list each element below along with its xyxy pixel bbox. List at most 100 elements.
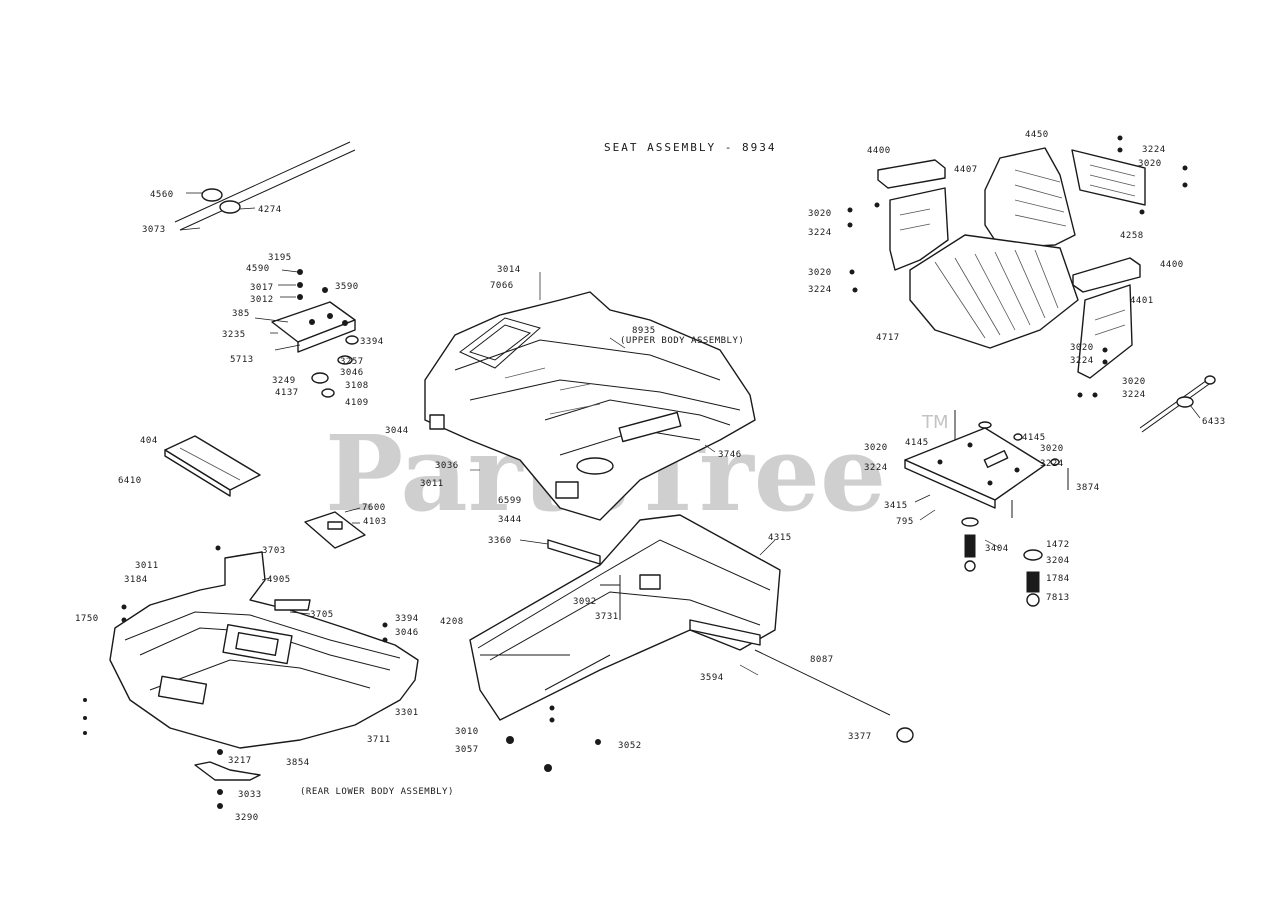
part-label: 1472 bbox=[1046, 540, 1070, 550]
part-label: 3224 bbox=[808, 285, 832, 295]
part-label: 4401 bbox=[1130, 296, 1154, 306]
part-label: 4717 bbox=[876, 333, 900, 343]
part-label: 795 bbox=[896, 517, 914, 527]
part-label: 3224 bbox=[1070, 356, 1094, 366]
part-label: 3224 bbox=[1122, 390, 1146, 400]
part-label: 3854 bbox=[286, 758, 310, 768]
frame-assembly[interactable] bbox=[469, 514, 914, 772]
part-label: 5713 bbox=[230, 355, 254, 365]
part-label: 3404 bbox=[985, 544, 1009, 554]
part-label: 4450 bbox=[1025, 130, 1049, 140]
part-label: 3046 bbox=[340, 368, 364, 378]
part-label: 3011 bbox=[135, 561, 159, 571]
part-label: 3011 bbox=[420, 479, 444, 489]
part-label: 3012 bbox=[250, 295, 274, 305]
part-label: 3033 bbox=[238, 790, 262, 800]
part-label: 4208 bbox=[440, 617, 464, 627]
part-label: 1750 bbox=[75, 614, 99, 624]
bracket-assembly[interactable] bbox=[254, 269, 359, 398]
part-label: 4407 bbox=[954, 165, 978, 175]
part-label: 3046 bbox=[395, 628, 419, 638]
part-label: 3017 bbox=[250, 283, 274, 293]
foot-pad[interactable] bbox=[164, 435, 261, 497]
diagram-title: SEAT ASSEMBLY - 8934 bbox=[604, 141, 776, 154]
part-label: 3711 bbox=[367, 735, 391, 745]
part-label: 404 bbox=[140, 436, 158, 446]
small-plate[interactable] bbox=[304, 507, 366, 549]
part-label: 3014 bbox=[497, 265, 521, 275]
part-label: 3235 bbox=[222, 330, 246, 340]
part-label: 4274 bbox=[258, 205, 282, 215]
part-label: 3257 bbox=[340, 357, 364, 367]
part-label: 3092 bbox=[573, 597, 597, 607]
rear-lower-body[interactable] bbox=[83, 545, 419, 810]
part-label: 3249 bbox=[272, 376, 296, 386]
part-label: 3301 bbox=[395, 708, 419, 718]
part-label: 3594 bbox=[700, 673, 724, 683]
part-label: 3052 bbox=[618, 741, 642, 751]
part-label: 3195 bbox=[268, 253, 292, 263]
part-label: 4400 bbox=[1160, 260, 1184, 270]
part-label: 7813 bbox=[1046, 593, 1070, 603]
part-label: 3224 bbox=[1142, 145, 1166, 155]
part-label: 3746 bbox=[718, 450, 742, 460]
part-label: 4145 bbox=[905, 438, 929, 448]
part-label: 4258 bbox=[1120, 231, 1144, 241]
part-label: 3020 bbox=[808, 209, 832, 219]
part-label: 3590 bbox=[335, 282, 359, 292]
part-label: 3444 bbox=[498, 515, 522, 525]
part-label: 3020 bbox=[808, 268, 832, 278]
part-label: 3224 bbox=[1040, 459, 1064, 469]
part-label: 3224 bbox=[808, 228, 832, 238]
part-label: 3057 bbox=[455, 745, 479, 755]
part-label: 3377 bbox=[848, 732, 872, 742]
part-label: 6599 bbox=[498, 496, 522, 506]
part-label: 7600 bbox=[362, 503, 386, 513]
part-label: 4560 bbox=[150, 190, 174, 200]
part-label: 6410 bbox=[118, 476, 142, 486]
part-label: 4109 bbox=[345, 398, 369, 408]
part-label: 6433 bbox=[1202, 417, 1226, 427]
upper-body-cover[interactable] bbox=[424, 272, 756, 521]
part-label: 1784 bbox=[1046, 574, 1070, 584]
part-label: 3874 bbox=[1076, 483, 1100, 493]
part-label: 8935 bbox=[632, 326, 656, 336]
handle-rod[interactable] bbox=[174, 141, 356, 231]
part-label: 7066 bbox=[490, 281, 514, 291]
part-label: 4103 bbox=[363, 517, 387, 527]
part-label: 3217 bbox=[228, 756, 252, 766]
part-label: 3415 bbox=[884, 501, 908, 511]
part-label: 3394 bbox=[360, 337, 384, 347]
part-label: 4590 bbox=[246, 264, 270, 274]
part-label: 3705 bbox=[310, 610, 334, 620]
part-label: 3290 bbox=[235, 813, 259, 823]
part-label: 3108 bbox=[345, 381, 369, 391]
part-label: 3020 bbox=[864, 443, 888, 453]
part-label: 3010 bbox=[455, 727, 479, 737]
part-label: 3020 bbox=[1122, 377, 1146, 387]
seat-assembly[interactable] bbox=[847, 135, 1216, 433]
part-label: 3020 bbox=[1070, 343, 1094, 353]
part-label: 4400 bbox=[867, 146, 891, 156]
part-label: 4905 bbox=[267, 575, 291, 585]
part-label: 3703 bbox=[262, 546, 286, 556]
part-label: 3073 bbox=[142, 225, 166, 235]
part-label: 3020 bbox=[1040, 444, 1064, 454]
seat-mount-plate[interactable] bbox=[904, 410, 1069, 607]
watermark-trademark: TM bbox=[921, 412, 949, 433]
part-label: 3204 bbox=[1046, 556, 1070, 566]
part-label: 8087 bbox=[810, 655, 834, 665]
part-label: 3184 bbox=[124, 575, 148, 585]
part-label: (UPPER BODY ASSEMBLY) bbox=[620, 336, 744, 346]
part-label: 4315 bbox=[768, 533, 792, 543]
part-label: 3360 bbox=[488, 536, 512, 546]
part-label: 3224 bbox=[864, 463, 888, 473]
part-label: 4145 bbox=[1022, 433, 1046, 443]
part-label: 3036 bbox=[435, 461, 459, 471]
part-label: 4137 bbox=[275, 388, 299, 398]
part-label: 385 bbox=[232, 309, 250, 319]
part-label: 3020 bbox=[1138, 159, 1162, 169]
lower-body-caption: (REAR LOWER BODY ASSEMBLY) bbox=[300, 787, 454, 797]
part-label: 3394 bbox=[395, 614, 419, 624]
